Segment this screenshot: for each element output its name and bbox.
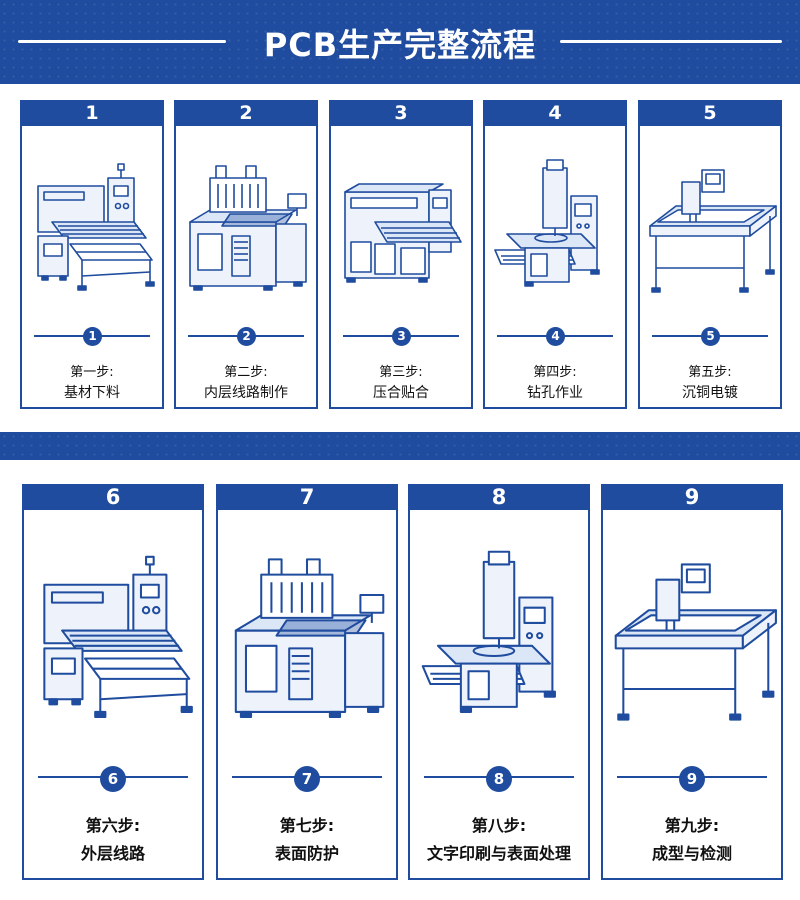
step-card-1: 1 1 第一步: 基材下料: [20, 100, 164, 409]
step-card-4: 4 4 第四步: 钻孔作业: [483, 100, 627, 409]
step-label: 第九步:: [664, 816, 720, 835]
step-number-tab: 5: [638, 100, 782, 126]
laminator-machine-icon: [37, 163, 155, 291]
step-number-tab: 2: [174, 100, 318, 126]
step-label: 第二步:: [224, 365, 268, 380]
step-card-7: 7 7 第七步: 表面防护: [216, 484, 398, 880]
step-number-badge: 1: [83, 327, 102, 346]
step-card-9: 9 9 第九步: 成型与检测: [601, 484, 783, 880]
drilling-machine-icon: [421, 550, 556, 713]
step-number-badge: 2: [237, 327, 256, 346]
laminator-machine-icon: [43, 555, 193, 719]
machine-illustration: [640, 136, 780, 326]
step-card-5: 5 5 第五步: 沉铜电镀: [638, 100, 782, 409]
step-number-badge: 3: [392, 327, 411, 346]
machine-illustration: [218, 526, 396, 758]
machine-illustration: [410, 526, 588, 758]
step-label: 第七步:: [279, 816, 335, 835]
title-banner: PCB生产完整流程: [0, 0, 800, 84]
step-number-tab: 6: [22, 484, 204, 510]
step-number-tab: 8: [408, 484, 590, 510]
machine-illustration: [485, 136, 625, 326]
step-card-2: 2 2 第二步: 内层线路制作: [174, 100, 318, 409]
plating-tank-icon: [614, 563, 777, 721]
step-name: 内层线路制作: [204, 385, 288, 401]
step-label: 第一步:: [70, 365, 114, 380]
step-number-badge: 9: [679, 766, 705, 792]
row-divider-band: [0, 432, 800, 460]
step-number-badge: 6: [100, 766, 126, 792]
step-number-tab: 1: [20, 100, 164, 126]
step-number-badge: 4: [546, 327, 565, 346]
step-name: 成型与检测: [651, 844, 732, 863]
step-number-tab: 9: [601, 484, 783, 510]
step-name: 文字印刷与表面处理: [426, 844, 571, 863]
step-label: 第六步:: [85, 816, 141, 835]
step-name: 沉铜电镀: [682, 385, 738, 401]
step-name: 压合贴合: [373, 385, 429, 401]
step-number-tab: 4: [483, 100, 627, 126]
step-card-6: 6 6 第六步: 外层线路: [22, 484, 204, 880]
step-number-badge: 7: [294, 766, 320, 792]
inner-layer-machine-icon: [189, 165, 307, 291]
step-card-8: 8 8 第八步: 文字印刷与表面处理: [408, 484, 590, 880]
machine-illustration: [331, 136, 471, 326]
inner-layer-machine-icon: [234, 558, 385, 719]
page-title: PCB生产完整流程: [263, 26, 537, 64]
machine-illustration: [24, 526, 202, 758]
title-rule-right: [560, 40, 782, 43]
press-machine-icon: [344, 183, 462, 283]
machine-illustration: [603, 526, 781, 758]
title-rule-left: [18, 40, 226, 43]
step-number-badge: 5: [701, 327, 720, 346]
step-card-3: 3 3 第三步: 压合贴合: [329, 100, 473, 409]
drilling-machine-icon: [494, 159, 600, 287]
step-number-badge: 8: [486, 766, 512, 792]
machine-illustration: [22, 136, 162, 326]
plating-tank-icon: [649, 169, 777, 293]
step-number-tab: 7: [216, 484, 398, 510]
step-label: 第四步:: [533, 365, 577, 380]
step-label: 第三步:: [379, 365, 423, 380]
step-number-tab: 3: [329, 100, 473, 126]
step-label: 第八步:: [471, 816, 527, 835]
machine-illustration: [176, 136, 316, 326]
step-label: 第五步:: [688, 365, 732, 380]
step-name: 表面防护: [274, 844, 339, 863]
step-name: 基材下料: [64, 385, 120, 401]
step-name: 钻孔作业: [527, 385, 583, 401]
step-name: 外层线路: [80, 844, 145, 863]
